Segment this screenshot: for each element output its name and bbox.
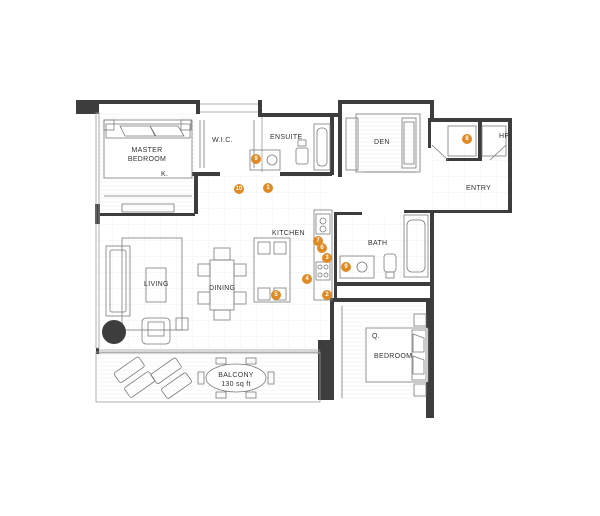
- room-label-balcony: BALCONY 130 sq ft: [218, 372, 254, 388]
- bath-fixtures: [339, 214, 429, 279]
- marker-3: 3: [322, 253, 332, 263]
- marker-9-bath: 9: [341, 262, 351, 272]
- room-label-bath: BATH: [368, 240, 388, 247]
- marker-1: 1: [263, 183, 273, 193]
- floor-areas: [98, 112, 512, 400]
- living-furniture: [105, 237, 189, 345]
- room-label-living: LIVING: [144, 281, 169, 288]
- marker-5: 5: [271, 290, 281, 300]
- dining-furniture: [197, 247, 247, 321]
- window-lines: [95, 103, 321, 403]
- marker-2: 2: [322, 290, 332, 300]
- bed-size-master: K.: [161, 171, 169, 178]
- room-label-hp: HP: [499, 133, 510, 140]
- room-label-dining: DINING: [209, 285, 236, 292]
- room-label-den: DEN: [374, 139, 390, 146]
- marker-7: 7: [313, 236, 323, 246]
- ensuite-fixtures: [199, 120, 331, 171]
- master-bedroom-furniture: [103, 119, 193, 213]
- marker-4: 4: [302, 274, 312, 284]
- room-label-kitchen: KITCHEN: [272, 230, 305, 237]
- bed-size-bedroom: Q.: [372, 333, 380, 340]
- room-label-ensuite: ENSUITE: [270, 134, 303, 141]
- hp-closet: [431, 125, 507, 161]
- den-furniture: [345, 113, 421, 173]
- balcony-furniture: [113, 356, 275, 399]
- bedroom-furniture: [341, 306, 429, 398]
- room-label-wic: W.I.C.: [212, 137, 233, 144]
- marker-8: 8: [462, 134, 472, 144]
- marker-6: 6: [317, 243, 327, 253]
- marker-10: 10: [234, 184, 244, 194]
- round-side-table: [102, 320, 126, 344]
- room-label-bedroom: BEDROOM: [374, 353, 413, 360]
- walls: [76, 100, 512, 418]
- marker-9-ensuite: 9: [251, 154, 261, 164]
- room-label-entry: ENTRY: [466, 185, 492, 192]
